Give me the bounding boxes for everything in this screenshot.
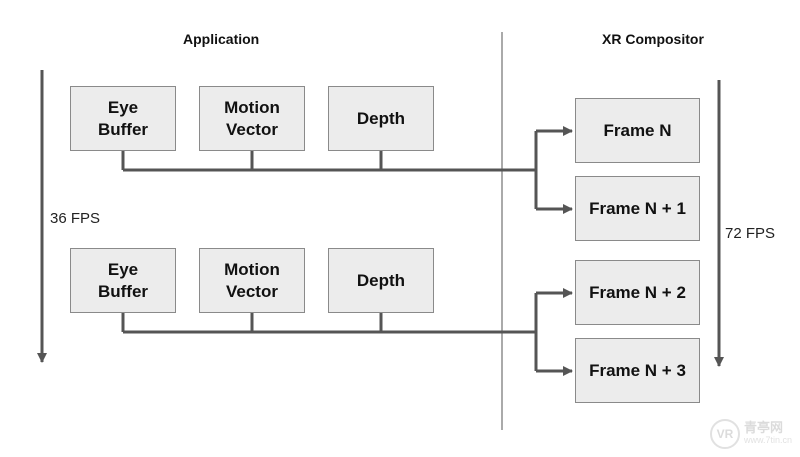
application-header: Application (183, 31, 260, 47)
frame-n-plus-2-box: Frame N + 2 (575, 260, 700, 325)
group-1-eye-buffer-box: Eye Buffer (70, 86, 176, 151)
frame-n-plus-3-box: Frame N + 3 (575, 338, 700, 403)
group-2-connectors (121, 293, 538, 371)
group-1-motion-vector-box: Motion Vector (199, 86, 305, 151)
motion-vector-label: Motion Vector (224, 259, 280, 301)
frame-n-plus-1-box: Frame N + 1 (575, 176, 700, 241)
eye-buffer-label: Eye Buffer (97, 259, 149, 301)
group-2-depth-box: Depth (328, 248, 434, 313)
watermark: VR 青亭网 www.7tin.cn (709, 419, 792, 449)
compositor-header: XR Compositor (602, 31, 704, 47)
frame-label: Frame N + 3 (589, 360, 686, 380)
application-fps-label: 36 FPS (50, 210, 101, 227)
frame-n-box: Frame N (575, 98, 700, 163)
compositor-fps-label: 72 FPS (725, 225, 776, 242)
depth-label: Depth (356, 270, 406, 290)
frame-label: Frame N (603, 120, 672, 140)
group-1-connectors (121, 131, 538, 209)
motion-vector-label: Motion Vector (224, 97, 280, 139)
watermark-name: 青亭网 (743, 420, 783, 435)
depth-label: Depth (356, 108, 406, 128)
eye-buffer-label: Eye Buffer (97, 97, 149, 139)
group-2-motion-vector-box: Motion Vector (199, 248, 305, 313)
group-2-eye-buffer-box: Eye Buffer (70, 248, 176, 313)
watermark-logo-icon: VR (709, 419, 740, 449)
frame-label: Frame N + 2 (589, 282, 686, 302)
watermark-url: www.7tin.cn (743, 435, 792, 445)
group-1-depth-box: Depth (328, 86, 434, 151)
frame-label: Frame N + 1 (589, 198, 686, 218)
